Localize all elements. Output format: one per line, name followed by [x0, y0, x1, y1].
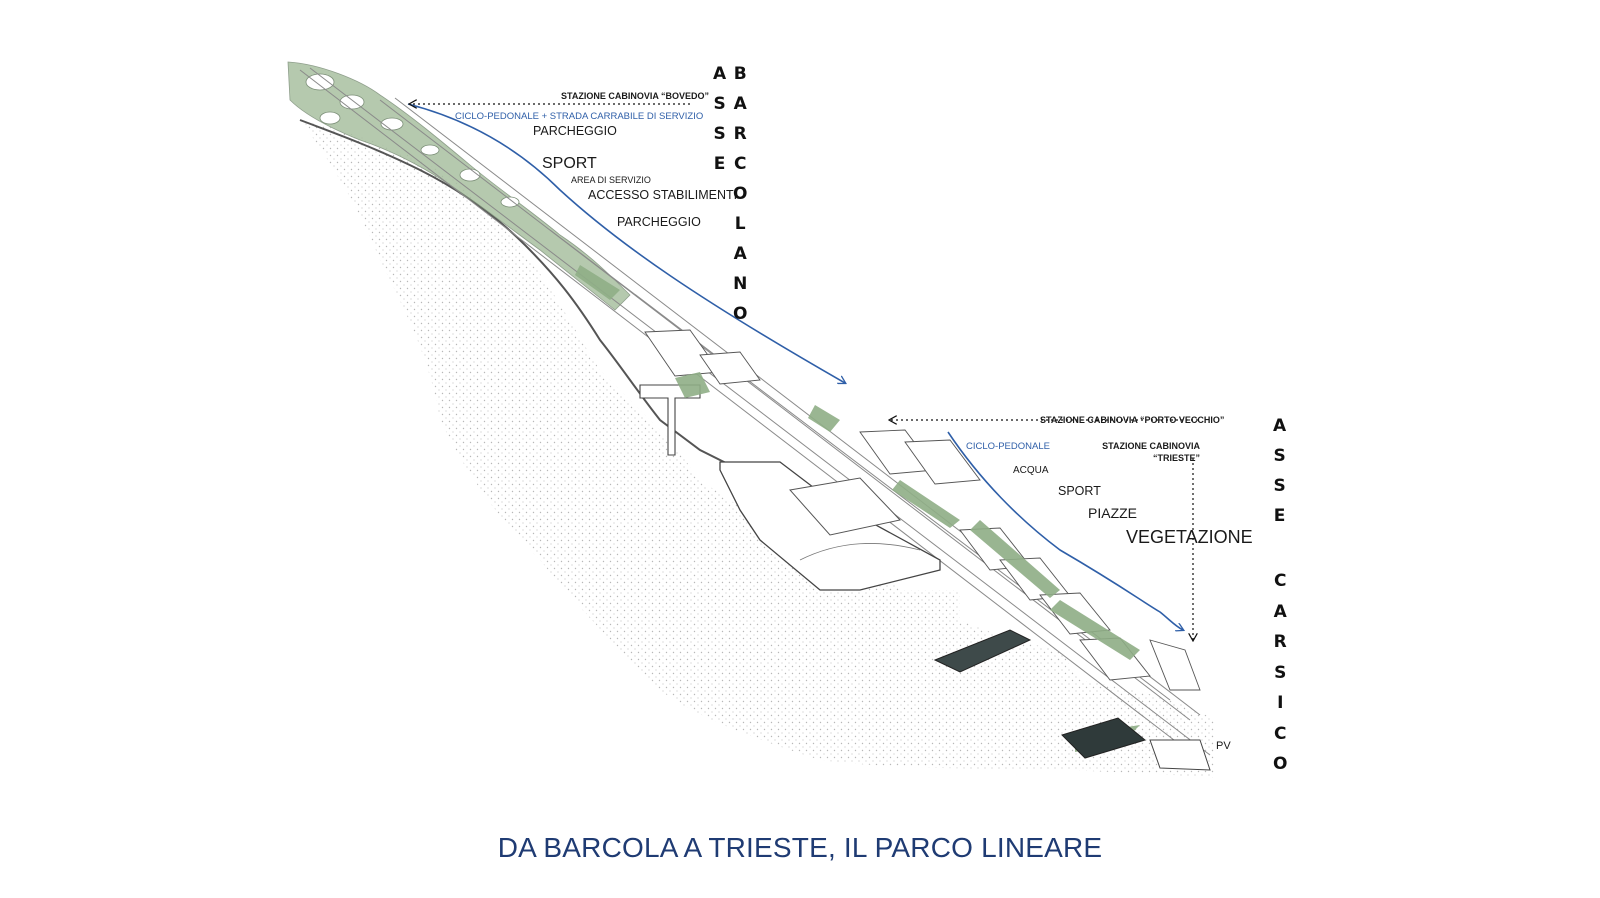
barcola-park-details — [305, 73, 520, 208]
label-stazione-bovedo: STAZIONE CABINOVIA “BOVEDO” — [561, 91, 710, 101]
label-area-servizio: AREA DI SERVIZIO — [571, 175, 651, 185]
pier-rail-lines — [799, 543, 921, 561]
sea-area — [300, 120, 1215, 778]
label-stazione-porto-vecchio: STAZIONE CABINOVIA “PORTO VECCHIO” — [1040, 415, 1225, 425]
barcolano-letter: C — [733, 154, 747, 174]
barcolano-letter: R — [733, 124, 747, 144]
barcolano-letter: O — [733, 184, 748, 204]
barcolano-letter: L — [734, 214, 746, 234]
vegetation-patches — [575, 265, 1140, 752]
barcola-green-strip — [287, 61, 631, 311]
barcolano-letter: B — [733, 64, 747, 84]
barcolano-route-arrow — [407, 103, 845, 383]
label-vegetazione: VEGETAZIONE — [1126, 527, 1253, 547]
asse-letter: A — [1273, 416, 1287, 436]
label-accesso-stabilimenti: ACCESSO STABILIMENTI — [588, 188, 738, 202]
label-parcheggio-top: PARCHEGGIO — [533, 124, 617, 138]
barcolano-letter: N — [733, 274, 748, 294]
asse-letter: S — [1273, 446, 1286, 466]
asse-letter: E — [1273, 506, 1286, 526]
trieste-pier-lower — [1149, 739, 1211, 771]
label-parcheggio-bottom: PARCHEGGIO — [617, 215, 701, 229]
asse-letter: A — [713, 64, 727, 84]
carsico-vertical: C A R S I C O — [1273, 573, 1287, 787]
label-sport-barcolano: SPORT — [542, 155, 597, 172]
barcolano-letter: O — [733, 304, 748, 324]
barcolano-vertical: B A R C O L A N O — [733, 66, 747, 336]
asse-letter: S — [1273, 476, 1286, 496]
carsico-letter: S — [1274, 662, 1287, 683]
label-piazze: PIAZZE — [1088, 505, 1138, 521]
carsico-route-arrow — [947, 431, 1183, 630]
asse-vertical-carsico: A S S E — [1273, 418, 1286, 538]
carsico-letter: C — [1273, 723, 1287, 744]
asse-letter: S — [713, 94, 726, 114]
carsico-letter: R — [1273, 632, 1287, 652]
asse-vertical-barcolano: A S S E — [713, 66, 726, 186]
porto-vecchio-square — [789, 477, 901, 536]
carsico-letter: I — [1277, 693, 1284, 713]
carsico-letter: C — [1273, 571, 1287, 591]
asse-letter: S — [713, 124, 726, 144]
coastline — [299, 119, 741, 471]
trieste-pier-bottom — [1061, 717, 1147, 759]
barcolano-letter: A — [733, 94, 747, 114]
label-stazione-trieste: STAZIONE CABINOVIA “TRIESTE” — [1100, 442, 1200, 463]
barcolano-letter: A — [733, 244, 747, 264]
diagram-title: DA BARCOLA A TRIESTE, IL PARCO LINEARE — [497, 832, 1103, 863]
carsico-letter: O — [1273, 754, 1288, 774]
label-ciclo-pedonale: CICLO-PEDONALE — [966, 441, 1050, 452]
stazione-trieste-line2: “TRIESTE” — [1152, 453, 1200, 463]
trieste-pier-dark — [933, 629, 1032, 673]
stazione-trieste-line1: STAZIONE CABINOVIA — [1102, 441, 1200, 451]
label-sport-carsico: SPORT — [1058, 484, 1101, 498]
label-ciclo-strada: CICLO-PEDONALE + STRADA CARRABILE DI SER… — [455, 111, 704, 122]
label-pv: PV — [1216, 740, 1231, 752]
label-acqua: ACQUA — [1013, 465, 1049, 476]
carsico-letter: A — [1273, 601, 1287, 622]
asse-letter: E — [713, 154, 726, 174]
